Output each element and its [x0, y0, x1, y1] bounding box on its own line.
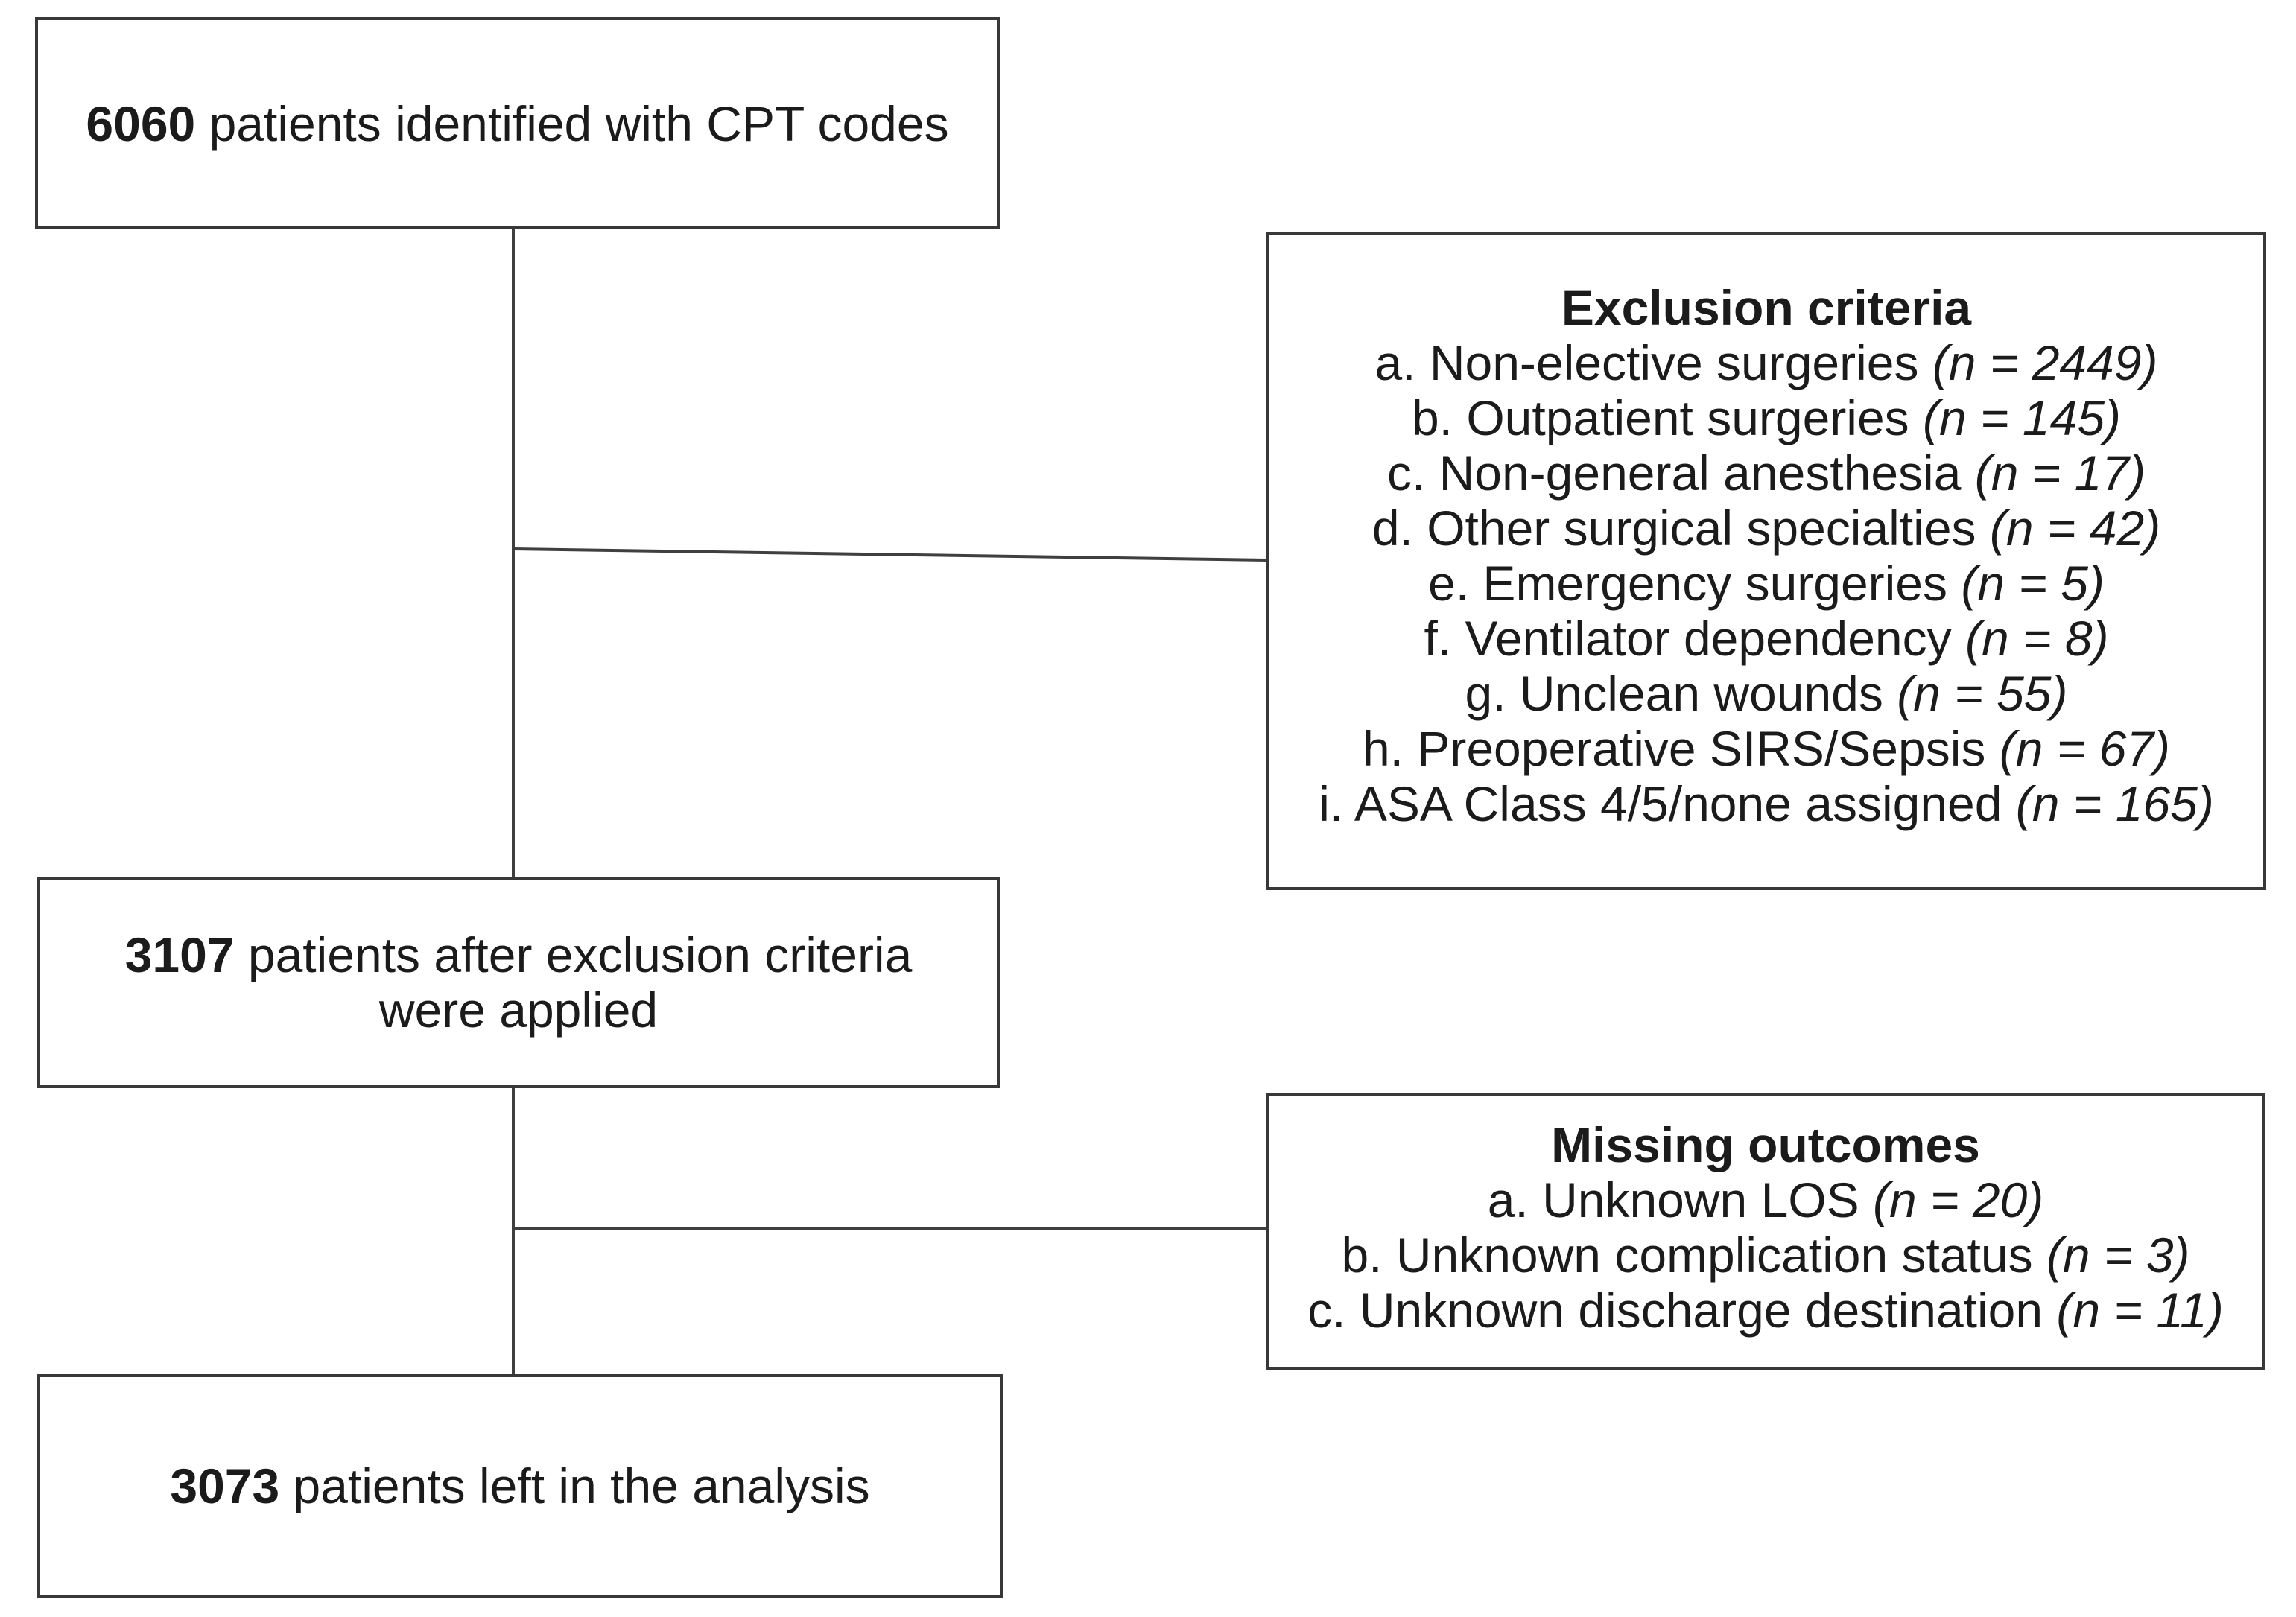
patient-count-final: 3073	[170, 1458, 280, 1513]
exclusion-item-a-n: (n = 2449)	[1932, 335, 2158, 390]
connector-branch-exclusion	[513, 547, 1267, 562]
exclusion-item-b: b. Outpatient surgeries (n = 145)	[1411, 390, 2122, 445]
exclusion-item-f: f. Ventilator dependency (n = 8)	[1424, 611, 2109, 666]
exclusion-item-d-n: (n = 42)	[1989, 501, 2161, 556]
exclusion-item-g-n: (n = 55)	[1897, 666, 2068, 721]
missing-item-b-n: (n = 3)	[2046, 1227, 2190, 1283]
exclusion-item-b-n: (n = 145)	[1923, 390, 2122, 445]
box-patients-after-exclusion-text: 3107 patients after exclusion criteria w…	[70, 927, 967, 1038]
box-patients-identified-text: 6060 patients identified with CPT codes	[86, 96, 948, 151]
missing-item-a: a. Unknown LOS (n = 20)	[1487, 1172, 2044, 1227]
exclusion-item-h-n: (n = 67)	[1999, 721, 2171, 776]
patient-label-identified: patients identified with CPT codes	[195, 95, 949, 151]
patient-count-identified: 6060	[86, 95, 196, 151]
exclusion-item-c-n: (n = 17)	[1974, 445, 2146, 501]
exclusion-item-e-n: (n = 5)	[1961, 556, 2105, 611]
missing-item-c: c. Unknown discharge destination (n = 11…	[1307, 1283, 2224, 1338]
missing-item-b: b. Unknown complication status (n = 3)	[1341, 1227, 2190, 1283]
missing-item-c-n: (n = 11)	[2056, 1283, 2224, 1338]
exclusion-item-d: d. Other surgical specialties (n = 42)	[1371, 501, 2161, 556]
exclusion-item-i-n: (n = 165)	[2015, 776, 2214, 831]
box-patients-final-analysis-text: 3073 patients left in the analysis	[170, 1458, 869, 1513]
box-patients-after-exclusion: 3107 patients after exclusion criteria w…	[37, 877, 1000, 1088]
patient-count-after-exclusion: 3107	[124, 927, 235, 982]
missing-outcomes-title: Missing outcomes	[1551, 1117, 1980, 1172]
exclusion-item-i: i. ASA Class 4/5/none assigned (n = 165)	[1319, 776, 2214, 831]
box-exclusion-criteria: Exclusion criteria a. Non-elective surge…	[1266, 232, 2266, 890]
exclusion-item-e: e. Emergency surgeries (n = 5)	[1428, 556, 2105, 611]
missing-item-a-n: (n = 20)	[1872, 1172, 2044, 1227]
exclusion-criteria-title: Exclusion criteria	[1561, 280, 1972, 335]
box-patients-identified: 6060 patients identified with CPT codes	[35, 17, 1000, 229]
patient-label-final: patients left in the analysis	[279, 1458, 870, 1513]
exclusion-item-g: g. Unclean wounds (n = 55)	[1465, 666, 2068, 721]
exclusion-item-h: h. Preoperative SIRS/Sepsis (n = 67)	[1362, 721, 2171, 776]
box-missing-outcomes: Missing outcomes a. Unknown LOS (n = 20)…	[1266, 1093, 2265, 1370]
exclusion-item-c: c. Non-general anesthesia (n = 17)	[1386, 445, 2146, 501]
exclusion-item-a: a. Non-elective surgeries (n = 2449)	[1374, 335, 2158, 390]
box-patients-final-analysis: 3073 patients left in the analysis	[37, 1374, 1003, 1598]
exclusion-item-f-n: (n = 8)	[1964, 611, 2109, 666]
patient-label-after-exclusion: patients after exclusion criteria were a…	[234, 927, 913, 1038]
